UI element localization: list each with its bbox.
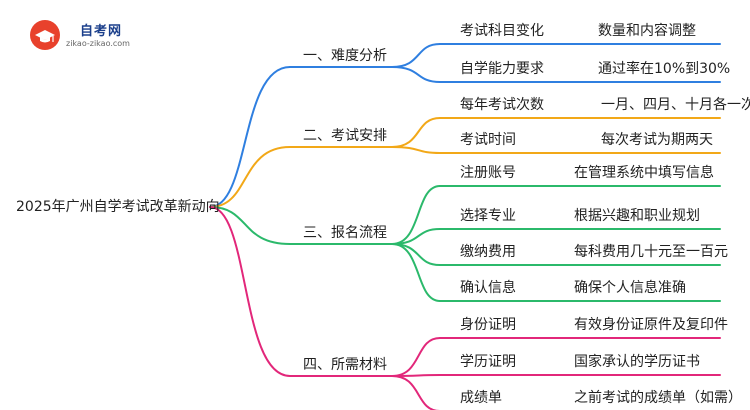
child-label: 考试时间 (460, 132, 516, 148)
child-label: 身份证明 (460, 317, 516, 333)
logo-badge (30, 20, 60, 50)
child-label: 确认信息 (460, 280, 516, 296)
child-label: 学历证明 (460, 354, 516, 370)
child-detail: 通过率在10%到30% (598, 61, 731, 77)
child-detail: 在管理系统中填写信息 (574, 165, 714, 181)
branch-label: 四、所需材料 (303, 357, 387, 373)
root-branch-connector (209, 66, 291, 208)
child-detail: 国家承认的学历证书 (574, 354, 700, 370)
root-branch-connector (209, 206, 291, 245)
branch-child-connector (391, 337, 441, 377)
branch-child-connector (391, 66, 441, 83)
branch-child-connector (391, 185, 441, 245)
child-detail: 确保个人信息准确 (574, 280, 686, 296)
child-label: 每年考试次数 (460, 97, 544, 113)
branch-child-connector (391, 243, 441, 302)
child-label: 考试科目变化 (460, 23, 544, 39)
root-branch-connector (209, 146, 291, 208)
child-label: 缴纳费用 (460, 244, 516, 260)
child-label: 成绩单 (460, 390, 502, 406)
child-detail: 数量和内容调整 (598, 23, 696, 39)
branch-label: 二、考试安排 (303, 128, 387, 144)
branch-child-connector (391, 243, 441, 266)
child-detail: 之前考试的成绩单（如需） (574, 390, 742, 406)
graduation-cap-icon (35, 30, 55, 43)
child-detail: 每科费用几十元至一百元 (574, 244, 728, 260)
child-label: 注册账号 (460, 165, 516, 181)
branch-child-connector (391, 146, 441, 154)
site-logo[interactable]: 自考网 zikao-zikao.com (30, 18, 140, 52)
root-branch-connector (209, 206, 291, 377)
branch-label: 一、难度分析 (303, 48, 387, 64)
child-label: 自学能力要求 (460, 61, 544, 77)
logo-url: zikao-zikao.com (66, 39, 130, 48)
child-detail: 每次考试为期两天 (601, 132, 713, 148)
child-detail: 有效身份证原件及复印件 (574, 317, 728, 333)
branch-label: 三、报名流程 (303, 225, 387, 241)
child-label: 选择专业 (460, 208, 516, 224)
branch-child-connector (391, 375, 441, 410)
branch-child-connector (391, 117, 441, 148)
branch-child-connector (391, 43, 441, 68)
logo-title: 自考网 (80, 24, 123, 39)
root-topic: 2025年广州自学考试改革新动向 (16, 199, 220, 215)
child-detail: 一月、四月、十月各一次 (601, 97, 750, 113)
child-detail: 根据兴趣和职业规划 (574, 208, 700, 224)
